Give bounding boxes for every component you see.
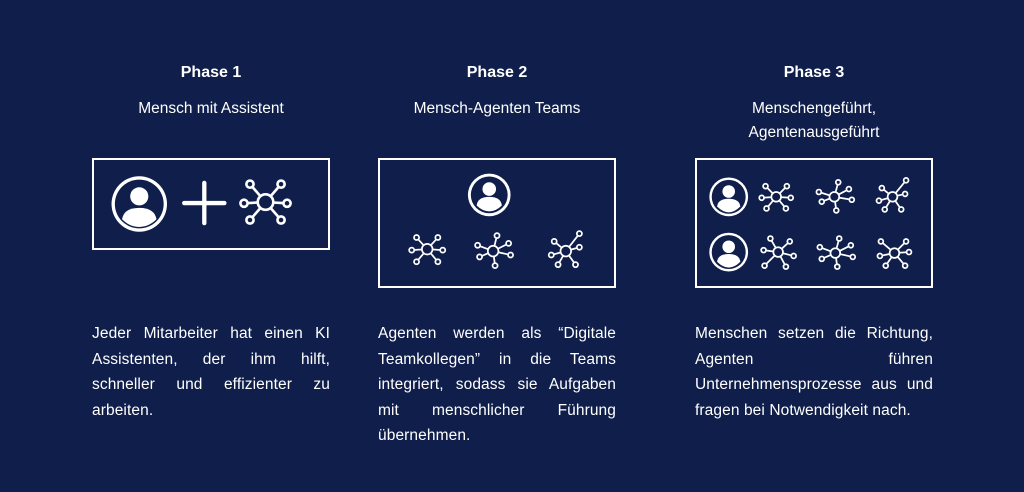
phase-3-illustration	[695, 158, 933, 288]
plus-icon	[182, 180, 227, 226]
agent-network-icon	[547, 230, 583, 269]
agent-network-icon	[815, 178, 856, 214]
phase-1-illustration	[92, 158, 330, 250]
agent-network-icon	[474, 232, 514, 270]
phase-1: Phase 1 Mensch mit Assistent	[92, 0, 330, 492]
agent-network-icon	[876, 238, 913, 269]
person-icon	[467, 173, 511, 217]
phase-3-illustration-svg	[709, 177, 913, 272]
phase-3-description: Menschen setzen die Richtung, Agenten fü…	[695, 325, 933, 419]
phase-1-subtitle: Mensch mit Assistent	[138, 100, 284, 117]
phase-2-description: Agenten werden als “Digitale Teamkollege…	[378, 325, 616, 444]
phase-3-title: Phase 3	[783, 64, 845, 81]
agent-network-icon	[875, 177, 910, 213]
agent-network-icon	[816, 235, 857, 270]
phase-2-illustration	[378, 158, 616, 288]
phase-2-illustration-svg	[408, 173, 583, 270]
person-icon	[709, 232, 749, 272]
phase-1-illustration-svg	[111, 176, 292, 232]
phase-3-subtitle: Menschengeführt, Agentenausgeführt	[748, 100, 880, 141]
phase-1-description: Jeder Mitarbeiter hat einen KI Assistent…	[92, 325, 330, 419]
phase-2-subtitle: Mensch-Agenten Teams	[413, 100, 581, 117]
phase-1-title: Phase 1	[180, 64, 242, 81]
agent-network-icon	[239, 179, 292, 225]
agent-network-icon	[758, 182, 795, 212]
agent-network-icon	[760, 235, 797, 270]
phase-2: Phase 2 Mensch-Agenten Teams	[378, 0, 616, 492]
phase-3: Phase 3 Menschengeführt, Agentenausgefüh…	[695, 0, 933, 492]
person-icon	[709, 177, 749, 217]
phase-2-title: Phase 2	[466, 64, 528, 81]
agent-network-icon	[408, 234, 447, 266]
person-icon	[111, 176, 167, 232]
